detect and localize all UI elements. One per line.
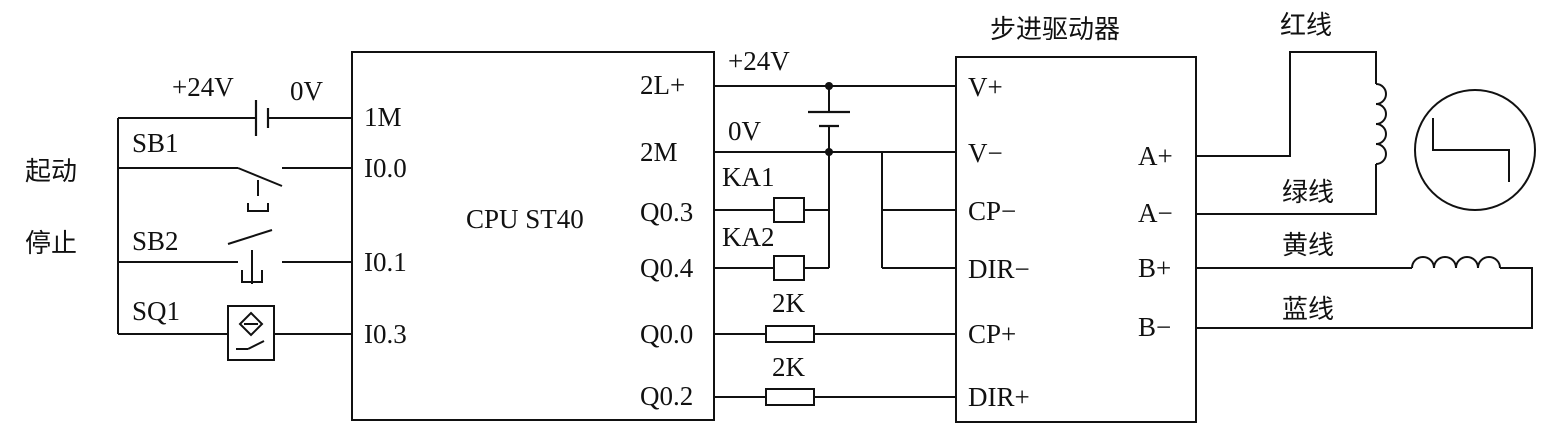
label-ka2: KA2 — [722, 222, 775, 252]
label-stop: 停止 — [25, 229, 77, 259]
sq1-sensor-diamond — [238, 311, 264, 337]
plc-name: CPU ST40 — [466, 204, 584, 234]
middle-wiring — [714, 82, 956, 406]
label-right-plus24v: +24V — [728, 46, 790, 76]
sb1-contact — [237, 167, 283, 187]
driver-pin-bminus: B− — [1138, 312, 1171, 342]
ka2-coil — [773, 255, 805, 281]
plc-pin-i00: I0.0 — [364, 153, 407, 183]
label-left-0v: 0V — [290, 76, 324, 106]
driver-pin-cpminus: CP− — [968, 196, 1016, 226]
driver-pin-cpplus: CP+ — [968, 319, 1016, 349]
plc-box — [351, 51, 715, 421]
driver-pin-vplus: V+ — [968, 72, 1003, 102]
plc-pin-2lplus: 2L+ — [640, 70, 685, 100]
plc-pin-q02: Q0.2 — [640, 381, 693, 411]
driver-title: 步进驱动器 — [990, 15, 1120, 45]
sb2-contact — [227, 229, 273, 245]
sb1-push-cap — [247, 203, 269, 212]
motor-wiring — [1196, 51, 1536, 329]
driver-pin-aminus: A− — [1138, 198, 1173, 228]
driver-pin-bplus: B+ — [1138, 253, 1171, 283]
label-ka1: KA1 — [722, 162, 775, 192]
wire-green — [1196, 164, 1377, 215]
sb2-push-cap — [241, 270, 263, 283]
driver-box — [955, 56, 1197, 423]
junction-2lplus — [825, 82, 833, 90]
plc-pin-i01: I0.1 — [364, 247, 407, 277]
label-blue-wire: 蓝线 — [1282, 295, 1334, 325]
label-left-plus24v: +24V — [172, 72, 234, 102]
label-r2: 2K — [772, 352, 806, 382]
resistor-dir — [765, 388, 815, 406]
driver-pin-dirplus: DIR+ — [968, 382, 1030, 412]
driver-pin-dirminus: DIR− — [968, 254, 1030, 284]
coil-a — [1375, 83, 1387, 165]
ka1-coil — [773, 197, 805, 223]
resistor-cp — [765, 325, 815, 343]
plc-pin-q00: Q0.0 — [640, 319, 693, 349]
wire-red — [1196, 51, 1377, 157]
motor-step-glyph — [1432, 118, 1510, 182]
coil-b — [1411, 256, 1501, 269]
wire-blue — [1196, 267, 1533, 329]
label-r1: 2K — [772, 288, 806, 318]
driver-pin-aplus: A+ — [1138, 141, 1173, 171]
plc-pin-q04: Q0.4 — [640, 253, 694, 283]
left-input-section — [117, 100, 352, 361]
driver-pin-vminus: V− — [968, 138, 1003, 168]
label-sq1: SQ1 — [132, 296, 180, 326]
plc-pin-i03: I0.3 — [364, 319, 407, 349]
label-right-0v: 0V — [728, 116, 762, 146]
label-sb2: SB2 — [132, 226, 179, 256]
motor-circle — [1414, 89, 1536, 211]
sq1-switch-blade — [247, 340, 265, 350]
plc-pin-q03: Q0.3 — [640, 197, 693, 227]
label-sb1: SB1 — [132, 128, 179, 158]
plc-pin-2m: 2M — [640, 137, 678, 167]
junction-2m — [825, 148, 833, 156]
plc-pin-1m: 1M — [364, 102, 402, 132]
label-start: 起动 — [25, 157, 77, 187]
label-yellow-wire: 黄线 — [1282, 231, 1334, 261]
label-red-wire: 红线 — [1280, 11, 1332, 41]
label-green-wire: 绿线 — [1282, 178, 1334, 208]
